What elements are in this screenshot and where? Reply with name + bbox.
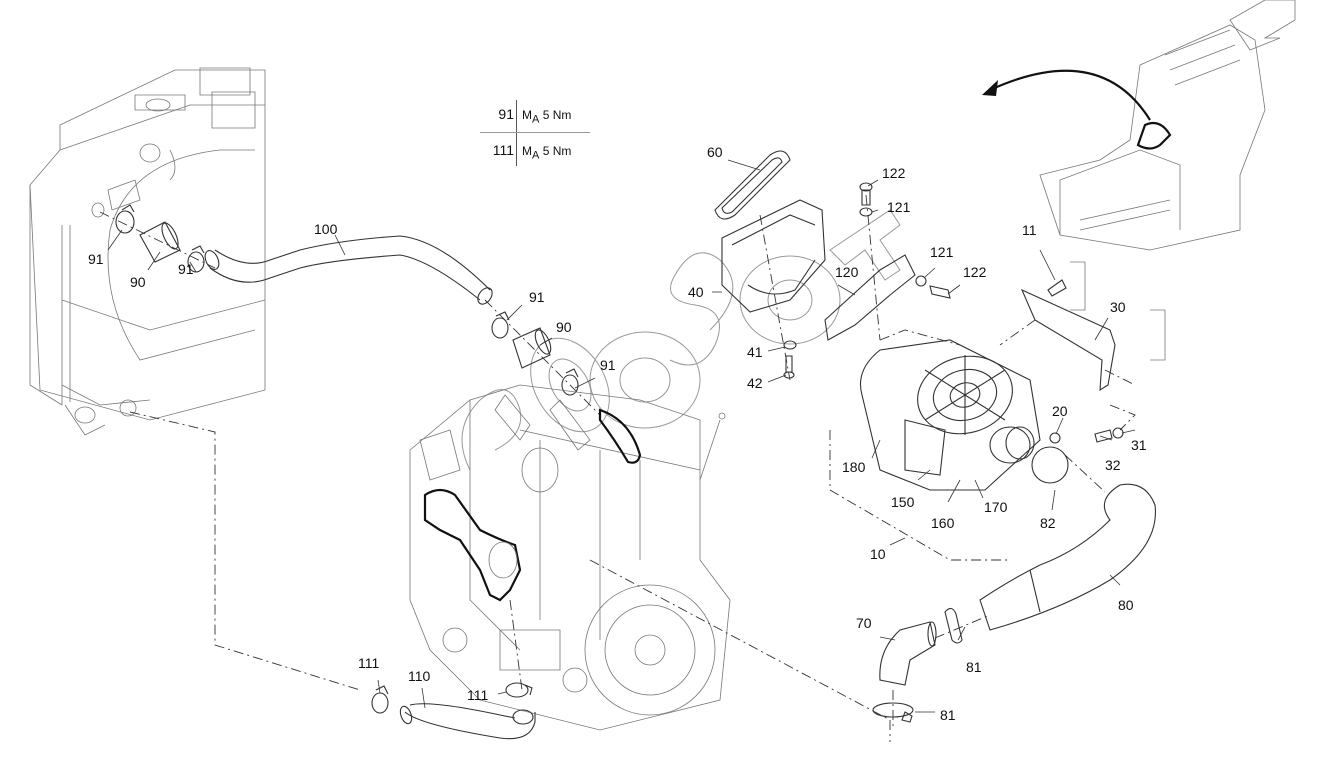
callout-110: 110 bbox=[408, 668, 431, 684]
torque-row: 91 MA 5 Nm bbox=[480, 100, 590, 130]
elbow-70 bbox=[872, 607, 991, 730]
cover-plate-120 bbox=[824, 182, 951, 341]
torque-symbol: M bbox=[522, 108, 532, 122]
callout-30: 30 bbox=[1110, 299, 1126, 315]
torque-table-divider-vertical bbox=[516, 100, 517, 166]
bracket-30 bbox=[1020, 261, 1166, 443]
paver-machine-inset bbox=[1039, 0, 1296, 251]
callout-81: 81 bbox=[966, 659, 982, 675]
callout-80: 80 bbox=[1118, 597, 1134, 613]
callout-20: 20 bbox=[1052, 403, 1068, 419]
callout-40: 40 bbox=[688, 284, 704, 300]
radiator bbox=[29, 67, 266, 436]
callout-170: 170 bbox=[984, 499, 1008, 515]
torque-value: 5 Nm bbox=[542, 144, 572, 158]
coolant-hose-100 bbox=[204, 235, 493, 305]
callout-31: 31 bbox=[1131, 437, 1147, 453]
direction-arrow-head bbox=[982, 80, 998, 96]
torque-row: 111 MA 5 Nm bbox=[480, 136, 590, 166]
radiator-hose-fittings bbox=[99, 204, 216, 273]
seal-60 bbox=[714, 150, 791, 220]
callout-90: 90 bbox=[130, 274, 146, 290]
callout-91: 91 bbox=[88, 251, 104, 267]
callout-81: 81 bbox=[940, 707, 956, 723]
assembly-lines bbox=[129, 319, 1136, 742]
callout-90: 90 bbox=[556, 319, 572, 335]
coolant-hose-110 bbox=[371, 682, 536, 740]
torque-table: 91 MA 5 Nm 111 MA 5 Nm bbox=[480, 100, 590, 166]
intake-housing-40 bbox=[721, 199, 826, 381]
leader-lines bbox=[107, 159, 1136, 713]
torque-position: 91 bbox=[498, 106, 514, 122]
callout-121: 121 bbox=[930, 244, 954, 260]
callout-91: 91 bbox=[178, 261, 194, 277]
callout-10: 10 bbox=[870, 546, 886, 562]
callout-111: 111 bbox=[467, 687, 489, 703]
torque-subscript: A bbox=[532, 113, 540, 126]
torque-position: 111 bbox=[492, 142, 514, 158]
torque-subscript: A bbox=[532, 149, 540, 162]
torque-table-divider-horizontal bbox=[480, 132, 590, 133]
callout-111: 111 bbox=[358, 655, 380, 671]
callout-122: 122 bbox=[882, 165, 906, 181]
intake-hose-80 bbox=[979, 483, 1156, 631]
callout-150: 150 bbox=[891, 494, 915, 510]
callout-121: 121 bbox=[887, 199, 911, 215]
callout-91: 91 bbox=[600, 357, 616, 373]
callout-180: 180 bbox=[842, 459, 866, 475]
callout-60: 60 bbox=[707, 144, 723, 160]
torque-spec: MA 5 Nm bbox=[522, 144, 571, 161]
watermark bbox=[461, 209, 901, 471]
torque-spec: MA 5 Nm bbox=[522, 108, 571, 125]
callout-42: 42 bbox=[747, 375, 763, 391]
callout-100: 100 bbox=[314, 221, 338, 237]
engine-block bbox=[409, 384, 731, 731]
direction-arrow bbox=[989, 69, 1151, 121]
torque-symbol: M bbox=[522, 144, 532, 158]
callout-160: 160 bbox=[931, 515, 955, 531]
torque-value: 5 Nm bbox=[542, 108, 572, 122]
callout-82: 82 bbox=[1040, 515, 1056, 531]
callout-11: 11 bbox=[1022, 222, 1037, 238]
callout-70: 70 bbox=[856, 615, 872, 631]
air-filter-assembly bbox=[829, 339, 1069, 561]
intake-hose-fittings bbox=[484, 299, 601, 416]
callout-120: 120 bbox=[835, 264, 859, 280]
callout-32: 32 bbox=[1105, 457, 1121, 473]
callout-91: 91 bbox=[529, 289, 545, 305]
callout-122: 122 bbox=[963, 264, 987, 280]
callout-41: 41 bbox=[747, 344, 763, 360]
